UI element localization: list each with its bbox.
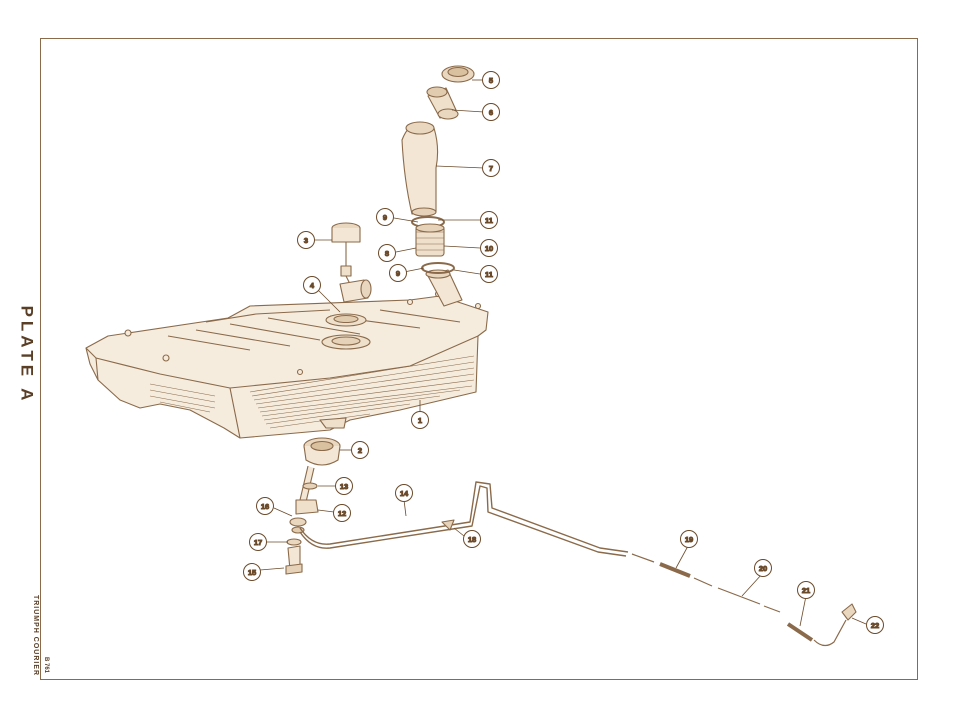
callout-4-label: 4 — [310, 281, 315, 290]
callout-22: 22 — [866, 616, 884, 634]
fuel-tank — [85, 290, 489, 439]
callout-13: 13 — [335, 477, 353, 495]
callout-3-label: 3 — [304, 236, 308, 245]
callout-10-label: 10 — [485, 244, 493, 253]
union-nut — [289, 517, 307, 534]
callout-7-label: 7 — [489, 164, 493, 173]
hose-connector — [415, 223, 445, 257]
callout-11-upper: 11 — [480, 211, 498, 229]
callout-9-lower: 9 — [389, 264, 407, 282]
callout-13-label: 13 — [340, 482, 348, 491]
seal-ring — [426, 86, 459, 120]
callout-15: 15 — [243, 563, 261, 581]
callout-10: 10 — [480, 239, 498, 257]
gauge-float — [339, 279, 372, 303]
drain-stem — [295, 465, 319, 515]
filler-cap — [441, 65, 475, 83]
leader-lines — [259, 79, 867, 627]
callout-21: 21 — [797, 581, 815, 599]
callout-3: 3 — [297, 231, 315, 249]
callout-11-lower: 11 — [480, 265, 498, 283]
callout-8: 8 — [378, 244, 396, 262]
plate-frame — [40, 38, 918, 680]
filler-hose — [401, 121, 439, 217]
callout-21-label: 21 — [802, 586, 810, 595]
pipe-clip — [441, 519, 455, 531]
pipe-sections — [631, 553, 847, 647]
callout-12-label: 12 — [338, 509, 346, 518]
callout-8-label: 8 — [385, 249, 389, 258]
callout-9-upper-label: 9 — [383, 213, 387, 222]
drain-plug — [285, 538, 303, 575]
callout-17: 17 — [249, 533, 267, 551]
callout-7: 7 — [482, 159, 500, 177]
callout-6: 6 — [482, 103, 500, 121]
callouts: 5 6 7 9 11 8 10 9 11 3 4 1 2 13 14 16 12… — [243, 71, 884, 634]
callout-5-label: 5 — [489, 76, 493, 85]
callout-11-lower-label: 11 — [485, 270, 493, 279]
callout-22-label: 22 — [871, 621, 879, 630]
callout-19: 19 — [680, 530, 698, 548]
callout-1-label: 1 — [418, 416, 422, 425]
callout-17-label: 17 — [254, 538, 262, 547]
callout-9-upper: 9 — [376, 208, 394, 226]
callout-16: 16 — [256, 497, 274, 515]
callout-4: 4 — [303, 276, 321, 294]
callout-1: 1 — [411, 411, 429, 429]
callout-14: 14 — [395, 484, 413, 502]
callout-18: 18 — [463, 530, 481, 548]
callout-14-label: 14 — [400, 489, 409, 498]
pipe-end-fitting — [841, 603, 857, 621]
callout-20: 20 — [754, 559, 772, 577]
callout-2-label: 2 — [358, 446, 362, 455]
drain-boss — [303, 437, 341, 466]
callout-5: 5 — [482, 71, 500, 89]
callout-16-label: 16 — [261, 502, 269, 511]
callout-2: 2 — [351, 441, 369, 459]
callout-6-label: 6 — [489, 108, 493, 117]
callout-18-label: 18 — [468, 535, 476, 544]
callout-11-upper-label: 11 — [485, 216, 493, 225]
callout-19-label: 19 — [685, 535, 693, 544]
callout-9-lower-label: 9 — [396, 269, 400, 278]
callout-12: 12 — [333, 504, 351, 522]
callout-15-label: 15 — [248, 568, 256, 577]
fuel-pipe — [299, 481, 629, 557]
gauge-unit — [331, 222, 361, 285]
callout-20-label: 20 — [759, 564, 767, 573]
